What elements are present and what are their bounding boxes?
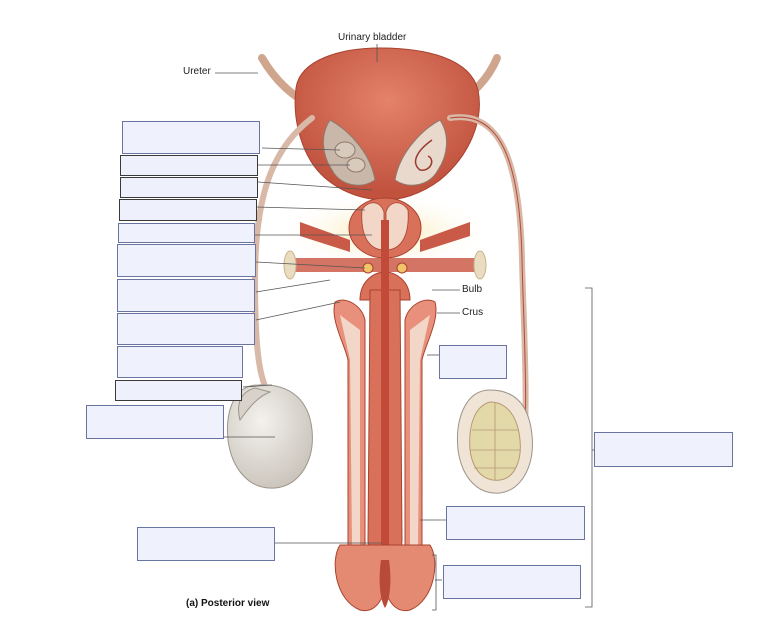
answer-box-11[interactable] (86, 405, 224, 439)
urinary-bladder (294, 47, 480, 201)
answer-box-15[interactable] (443, 565, 581, 599)
leader-lines (215, 44, 596, 611)
answer-box-5[interactable] (118, 223, 255, 243)
answer-box-16[interactable] (137, 527, 275, 561)
seminal-vesicles (323, 119, 447, 186)
answer-box-9[interactable] (117, 346, 243, 378)
urinary-bladder-label: Urinary bladder (338, 32, 407, 43)
ureter-label: Ureter (183, 66, 211, 77)
answer-box-2[interactable] (120, 155, 258, 176)
answer-box-12[interactable] (439, 345, 507, 379)
answer-box-14[interactable] (446, 506, 585, 540)
left-testis (226, 384, 313, 489)
answer-box-7[interactable] (117, 279, 255, 312)
answer-box-8[interactable] (117, 313, 255, 345)
answer-box-1[interactable] (122, 121, 260, 154)
right-bulbourethral-gland (396, 262, 408, 274)
crus-label: Crus (462, 307, 484, 318)
corpora-cavernosa (333, 299, 437, 571)
answer-box-3[interactable] (120, 177, 258, 198)
answer-box-4[interactable] (119, 199, 257, 221)
bulb-label: Bulb (462, 284, 483, 295)
answer-box-10[interactable] (115, 380, 242, 401)
answer-box-13[interactable] (594, 432, 733, 467)
urethra (381, 220, 389, 560)
right-testis-section (456, 389, 533, 494)
answer-box-6[interactable] (117, 244, 256, 277)
view-caption: (a) Posterior view (186, 598, 270, 609)
